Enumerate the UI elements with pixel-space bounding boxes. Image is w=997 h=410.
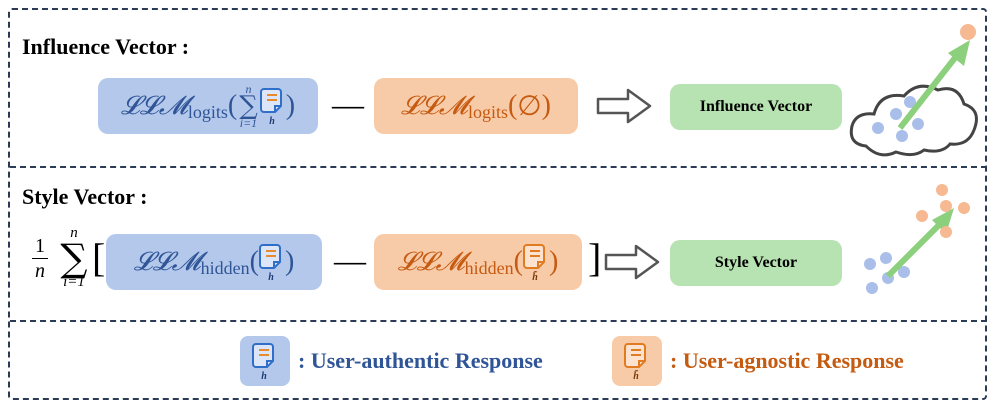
open-paren: ( (249, 246, 259, 277)
blue-dot (890, 108, 902, 120)
style-vector-label: Style Vector (714, 254, 798, 271)
style-llm-hidden-auth-box: 𝓛𝓛𝓜 hidden ( h ) (106, 234, 322, 290)
divider-bottom (10, 320, 987, 322)
logits-subscript: logits (187, 101, 228, 122)
arrow-head (932, 208, 954, 234)
style-scatter (864, 184, 970, 294)
sigma: ∑ (239, 91, 258, 121)
influence-llm-logits-empty-box: 𝓛𝓛𝓜 logits ( ∅ ) (374, 78, 578, 134)
frac-bar (32, 258, 48, 259)
logits-subscript: logits (467, 101, 508, 122)
close-paren: ) (548, 246, 559, 277)
sum-upper: n (245, 82, 252, 96)
legend-agnostic-label: : User-agnostic Response (670, 348, 904, 373)
llm-symbol: 𝓛𝓛𝓜 (401, 90, 468, 121)
influence-minus: — (332, 86, 364, 122)
close-paren: ) (285, 90, 296, 121)
llm-symbol: 𝓛𝓛𝓜 (133, 246, 201, 277)
hidden-subscript: hidden (200, 257, 250, 278)
h-label: h (261, 371, 267, 382)
orange-dot (940, 200, 952, 212)
style-llm-hidden-agnostic-box: 𝓛𝓛𝓜 hidden ( h̃ ) (374, 234, 582, 290)
orange-dot (916, 210, 928, 222)
close-paren: ) (284, 246, 295, 277)
llm-symbol: 𝓛𝓛𝓜 (397, 246, 465, 277)
h-tilde-label: h̃ (633, 369, 639, 382)
open-paren: ( (507, 90, 518, 121)
style-direction-arrow (885, 219, 945, 279)
blue-dot (872, 122, 884, 134)
user-authentic-doc-icon: h (258, 244, 281, 283)
influence-direction-arrow (897, 52, 961, 130)
style-vector-box: Style Vector (670, 240, 842, 286)
blue-dot (866, 282, 878, 294)
sum-lower: i=1 (63, 274, 85, 290)
close-paren: ) (541, 90, 551, 121)
style-minus: — (334, 242, 366, 278)
blue-dot (912, 118, 924, 130)
user-agnostic-doc-icon: h̃ (522, 244, 545, 283)
style-summation: n ∑ i=1 (54, 226, 94, 290)
legend-authentic-label: : User-authentic Response (298, 348, 543, 373)
sum-upper: n (70, 225, 78, 241)
style-title: Style Vector : (22, 184, 148, 209)
blue-dot (880, 252, 892, 264)
h-label: h (269, 116, 275, 127)
orange-dot (936, 184, 948, 196)
h-tilde-label: h̃ (532, 270, 538, 283)
close-bracket: ] (588, 235, 602, 280)
sum-lower: i=1 (239, 116, 258, 130)
style-fraction: 1 n (30, 234, 50, 283)
divider-top (10, 166, 987, 168)
empty-set: ∅ (517, 91, 542, 122)
llm-symbol: 𝓛𝓛𝓜 (120, 90, 188, 121)
influence-arrow-icon (596, 88, 652, 124)
open-paren: ( (513, 246, 523, 277)
legend-authentic-icon-box: h (240, 336, 290, 386)
blue-dot (864, 258, 876, 270)
open-paren: ( (227, 90, 238, 121)
orange-dot (940, 226, 952, 238)
user-authentic-doc-icon: h (259, 88, 282, 127)
influence-vector-box: Influence Vector (670, 84, 842, 130)
diagram-frame (8, 8, 987, 400)
blue-dot (896, 130, 908, 142)
legend-agnostic-icon-box: h̃ (612, 336, 662, 386)
orange-dot (960, 24, 976, 40)
blue-dot (898, 266, 910, 278)
influence-vector-label: Influence Vector (699, 98, 813, 115)
summation: n ∑ i=1 (239, 83, 258, 129)
style-arrow-icon (604, 244, 660, 280)
orange-dot (958, 202, 970, 214)
arrow-head (948, 40, 970, 66)
frac-denominator: n (35, 260, 45, 282)
hidden-subscript: hidden (464, 257, 514, 278)
frac-numerator: 1 (35, 235, 45, 257)
influence-title: Influence Vector : (22, 34, 190, 59)
open-bracket: [ (92, 235, 106, 280)
user-authentic-doc-icon: h (252, 343, 274, 382)
influence-llm-logits-sum-box: 𝓛𝓛𝓜 logits ( n ∑ i=1 h ) (98, 78, 318, 134)
user-agnostic-doc-icon: h̃ (624, 343, 646, 382)
blue-dot (904, 96, 916, 108)
h-label: h (268, 272, 274, 283)
influence-cloud-scatter (849, 24, 978, 157)
sigma: ∑ (60, 236, 88, 280)
